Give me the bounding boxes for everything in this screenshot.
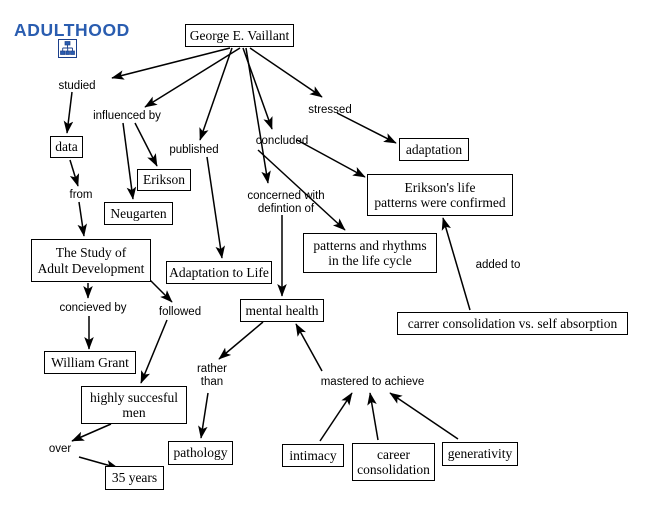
edge-carrer-to-eriksonlife bbox=[441, 217, 471, 311]
edge-successful-to-over bbox=[71, 423, 112, 442]
concept-node-carrer[interactable]: carrer consolidation vs. self absorption bbox=[397, 312, 628, 335]
link-label-mastered[interactable]: mastered to achieve bbox=[320, 376, 425, 388]
concept-node-adaptation[interactable]: adaptation bbox=[399, 138, 469, 161]
edge-from-to-study bbox=[77, 201, 88, 237]
concept-node-patterns[interactable]: patterns and rhythms in the life cycle bbox=[303, 233, 437, 273]
concept-node-vaillant[interactable]: George E. Vaillant bbox=[185, 24, 294, 47]
edge-vaillant-to-published bbox=[199, 47, 233, 141]
concept-node-pathology[interactable]: pathology bbox=[168, 441, 233, 465]
edge-intimacy-to-mastered bbox=[319, 392, 353, 442]
link-label-studied[interactable]: studied bbox=[58, 80, 96, 92]
edge-vaillant-to-concluded bbox=[242, 47, 273, 130]
link-label-from[interactable]: from bbox=[69, 189, 93, 201]
edge-influenced-to-neugarten bbox=[122, 122, 137, 200]
link-label-influenced-by[interactable]: influenced by bbox=[93, 110, 161, 122]
link-label-published[interactable]: published bbox=[169, 144, 219, 156]
concept-node-william-grant[interactable]: William Grant bbox=[44, 351, 136, 374]
page-title: ADULTHOOD bbox=[14, 20, 130, 40]
concept-node-adaptation-life[interactable]: Adaptation to Life bbox=[166, 261, 272, 284]
concept-map-icon[interactable] bbox=[58, 39, 77, 58]
edge-vaillant-to-studied bbox=[111, 47, 231, 80]
link-label-followed[interactable]: followed bbox=[158, 306, 202, 318]
link-label-stressed[interactable]: stressed bbox=[308, 104, 352, 116]
edge-career-to-mastered bbox=[367, 392, 379, 441]
concept-node-career-consol[interactable]: career consolidation bbox=[352, 443, 435, 481]
concept-node-generativity[interactable]: generativity bbox=[442, 442, 518, 466]
concept-node-study[interactable]: The Study of Adult Development bbox=[31, 239, 151, 282]
concept-node-intimacy[interactable]: intimacy bbox=[282, 444, 344, 467]
link-label-concerned-with[interactable]: concerned with defintion of bbox=[247, 190, 325, 216]
edge-ratherthan-to-pathology bbox=[198, 392, 209, 439]
link-label-added-to[interactable]: added to bbox=[475, 259, 521, 271]
concept-node-erikson[interactable]: Erikson bbox=[137, 169, 191, 191]
edge-followed-to-successful bbox=[140, 319, 168, 384]
edge-mental-to-ratherthan bbox=[218, 321, 264, 360]
link-label-concieved-by[interactable]: concieved by bbox=[59, 302, 127, 314]
edge-studied-to-data bbox=[63, 91, 74, 134]
link-label-concluded[interactable]: concluded bbox=[255, 135, 309, 147]
link-label-over[interactable]: over bbox=[48, 443, 72, 455]
edge-stressed-to-adaptation bbox=[336, 112, 397, 144]
link-label-rather-than[interactable]: rather than bbox=[196, 363, 228, 389]
concept-node-years-35[interactable]: 35 years bbox=[105, 466, 164, 490]
edge-mastered-to-mental bbox=[295, 323, 323, 372]
concept-node-data[interactable]: data bbox=[50, 136, 83, 158]
concept-node-erikson-life[interactable]: Erikson's life patterns were confirmed bbox=[367, 174, 513, 216]
concept-node-mental-health[interactable]: mental health bbox=[240, 299, 324, 322]
edge-influenced-to-erikson bbox=[134, 122, 158, 167]
edge-vaillant-to-influenced bbox=[144, 47, 241, 108]
edge-published-to-adaptlife bbox=[206, 156, 225, 259]
concept-node-successful-men[interactable]: highly succesful men bbox=[81, 386, 187, 424]
edge-vaillant-to-concernedwith bbox=[245, 47, 271, 184]
edge-vaillant-to-stressed bbox=[249, 47, 323, 98]
concept-node-neugarten[interactable]: Neugarten bbox=[104, 202, 173, 225]
edge-data-to-from bbox=[69, 159, 80, 187]
edge-generativity-to-mastered bbox=[389, 392, 459, 440]
